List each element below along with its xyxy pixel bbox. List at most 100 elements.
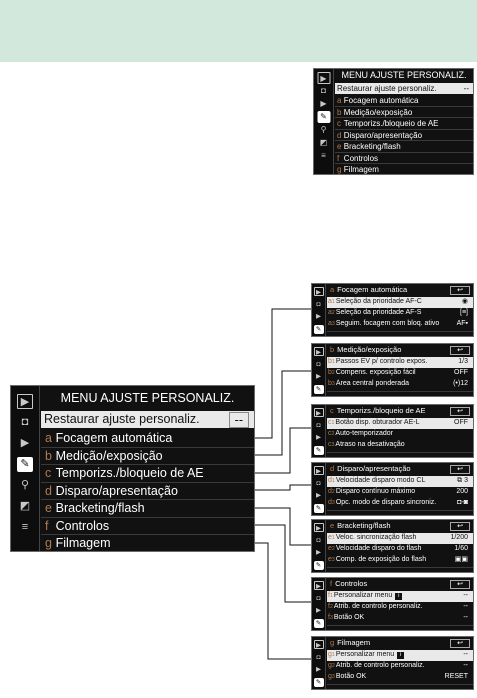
top-menu-reset-row[interactable]: Restaurar ajuste personaliz. --	[335, 83, 473, 94]
retouch-icon[interactable]: ◩	[319, 138, 328, 147]
play-icon[interactable]: ▶	[317, 72, 330, 84]
movie-icon[interactable]: ▶	[20, 437, 30, 449]
camera-icon[interactable]: ◘	[316, 421, 321, 429]
pencil-icon[interactable]: ✎	[317, 111, 330, 123]
camera-icon[interactable]: ◘	[21, 416, 29, 428]
back-icon[interactable]: ↩	[450, 522, 470, 531]
camera-icon[interactable]: ◘	[316, 653, 321, 661]
movie-icon[interactable]: ▶	[316, 492, 321, 499]
wrench-icon[interactable]: ⚲	[20, 479, 30, 491]
submenu-row[interactable]: b1Passos EV p/ controlo expos.1/3	[327, 357, 473, 368]
submenu-row[interactable]: a1Seleção da prioridade AF-C◉	[327, 297, 473, 308]
submenu-row[interactable]: b3Área central ponderada(•)12	[327, 379, 473, 390]
movie-icon[interactable]: ▶	[316, 549, 321, 556]
wrench-icon[interactable]: ⚲	[320, 125, 327, 134]
row-value: --	[463, 662, 468, 669]
reset-value: --	[228, 412, 249, 428]
menu-rail: ▶ ◘ ▶ ✎ ⚲ ◩ ≡	[314, 69, 334, 174]
back-icon[interactable]: ↩	[450, 286, 470, 295]
submenu-row[interactable]: d3Opc. modo de disparo sincroniz.◘-◙	[327, 498, 473, 509]
play-icon[interactable]: ▶	[313, 581, 324, 590]
row-label: Seleção da prioridade AF-S	[335, 309, 422, 316]
play-icon[interactable]: ▶	[313, 523, 324, 532]
submenu-title-label: Disparo/apresentação	[337, 464, 411, 473]
submenu-row[interactable]: g2Atrib. de controlo personaliz.--	[327, 661, 473, 672]
submenu-row[interactable]: c2Auto-temporizador	[327, 429, 473, 440]
camera-icon[interactable]: ◘	[316, 594, 321, 602]
back-icon[interactable]: ↩	[450, 346, 470, 355]
play-icon[interactable]: ▶	[313, 408, 324, 417]
pencil-icon[interactable]: ✎	[313, 677, 324, 687]
camera-icon[interactable]: ◘	[316, 300, 321, 308]
camera-icon[interactable]: ◘	[321, 86, 326, 95]
camera-icon[interactable]: ◘	[316, 479, 321, 487]
play-icon[interactable]: ▶	[313, 640, 324, 649]
camera-icon[interactable]: ◘	[316, 536, 321, 544]
camera-icon[interactable]: ◘	[316, 360, 321, 368]
submenu-title-prefix: a	[330, 285, 335, 294]
submenu-row[interactable]: c3Atraso na desativação	[327, 440, 473, 451]
mymenu-icon[interactable]: ≡	[21, 521, 29, 533]
mymenu-icon[interactable]: ≡	[321, 151, 326, 160]
submenu-title-label: Filmagem	[337, 638, 371, 647]
pencil-icon[interactable]: ✎	[313, 560, 324, 570]
movie-icon[interactable]: ▶	[320, 99, 327, 108]
menu-item-label: Disparo/apresentação	[55, 483, 178, 498]
submenu-row[interactable]: d1Velocidade disparo modo CL⧉ 3	[327, 476, 473, 487]
row-divider	[41, 446, 254, 448]
pencil-icon[interactable]: ✎	[313, 384, 324, 394]
play-icon[interactable]: ▶	[313, 347, 324, 356]
play-icon[interactable]: ▶	[313, 466, 324, 475]
main-menu-reset-row[interactable]: Restaurar ajuste personaliz. --	[41, 411, 254, 428]
back-icon[interactable]: ↩	[450, 407, 470, 416]
back-icon[interactable]: ↩	[450, 639, 470, 648]
back-icon[interactable]: ↩	[450, 465, 470, 474]
movie-icon[interactable]: ▶	[316, 313, 321, 320]
row-value: 1/3	[458, 358, 468, 365]
row-code: c	[328, 419, 332, 426]
retouch-icon[interactable]: ◩	[19, 500, 31, 512]
row-number: 3	[331, 381, 335, 387]
back-icon[interactable]: ↩	[450, 580, 470, 589]
pencil-icon[interactable]: ✎	[17, 457, 33, 472]
play-icon[interactable]: ▶	[17, 394, 33, 409]
movie-icon[interactable]: ▶	[316, 666, 321, 673]
submenu-row[interactable]: a2Seleção da prioridade AF-S[≡]	[327, 308, 473, 319]
play-icon[interactable]: ▶	[313, 287, 324, 296]
submenu-row[interactable]: e3Comp. de exposição do flash▣▣	[327, 555, 473, 566]
submenu-row[interactable]: f3Botão OK--	[327, 613, 473, 624]
pencil-icon[interactable]: ✎	[313, 445, 324, 455]
row-label: Passos EV p/ controlo expos.	[335, 358, 428, 365]
pencil-icon[interactable]: ✎	[313, 618, 324, 628]
movie-icon[interactable]: ▶	[316, 607, 321, 614]
pencil-icon[interactable]: ✎	[313, 503, 324, 513]
movie-icon[interactable]: ▶	[316, 434, 321, 441]
pencil-icon[interactable]: ✎	[313, 324, 324, 334]
submenu-row[interactable]: f2Atrib. de controlo personaliz.--	[327, 602, 473, 613]
movie-icon[interactable]: ▶	[316, 373, 321, 380]
